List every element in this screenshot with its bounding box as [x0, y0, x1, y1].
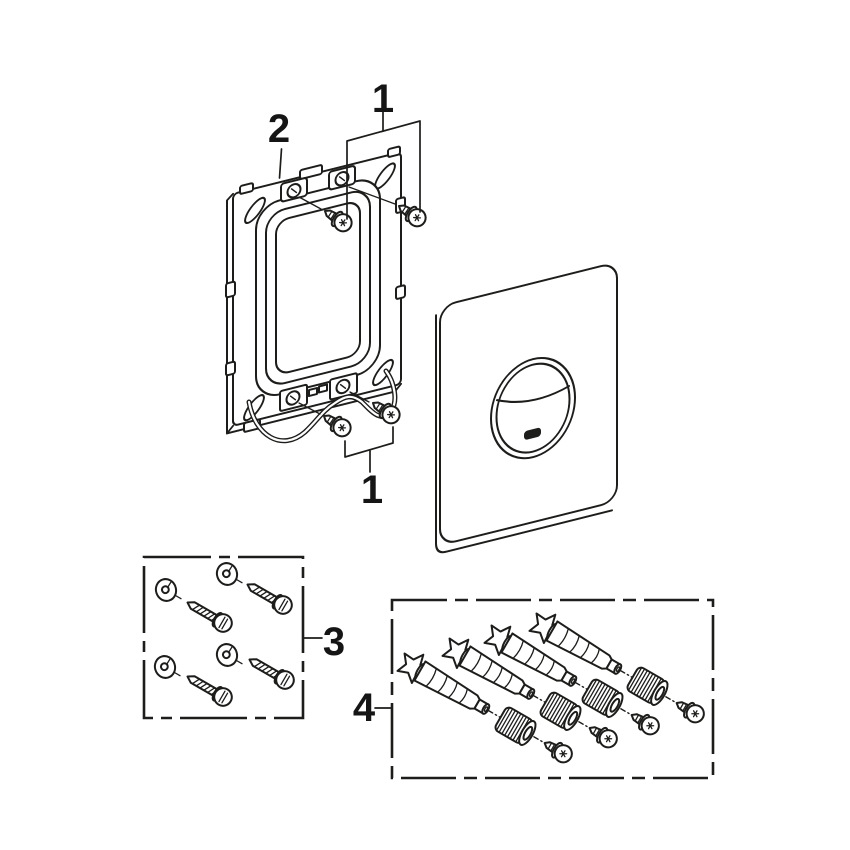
sensor-window: [524, 427, 541, 440]
frame-top-tab: [299, 164, 323, 180]
fixing-screw: [244, 650, 299, 694]
frame-side-notch: [395, 284, 406, 300]
fixing-screw: [242, 575, 297, 619]
kit-box-4-border: [390, 598, 715, 780]
callout-label-2: 2: [268, 107, 290, 151]
washer: [213, 559, 241, 589]
frame-opening: [275, 202, 361, 374]
frame-edge-thickness: [226, 192, 402, 435]
screw-leader-line: [298, 402, 321, 415]
frame-corner-tab: [239, 182, 254, 195]
callout-frame: 2: [268, 107, 290, 179]
fixing-screw: [182, 593, 237, 637]
screw-leader-line: [348, 186, 396, 205]
screw-leader-line: [349, 391, 370, 403]
frame-side-notch: [225, 360, 236, 377]
callout-label-1-bottom: 1: [361, 468, 383, 512]
button-ring-inner: [495, 362, 571, 454]
button-split-line: [496, 385, 570, 403]
plate-edge-thickness: [435, 314, 613, 554]
frame-latch-detail: [308, 386, 318, 397]
flush-plate: [435, 264, 618, 554]
frame-latch-detail: [318, 383, 328, 394]
mounting-screws: [298, 186, 430, 441]
screw-washer-kit: 3: [142, 555, 345, 720]
extension-spindle-kit: 4: [353, 598, 715, 780]
mounting-frame: [225, 145, 406, 444]
washer: [213, 640, 241, 670]
callout-bottom-screws: 1: [344, 426, 394, 512]
fixing-screw: [182, 667, 237, 711]
frame-side-notch: [225, 280, 236, 299]
washer: [152, 575, 180, 605]
screw-leader-line: [298, 196, 322, 210]
callout-label-4: 4: [353, 686, 376, 730]
washer: [151, 652, 179, 682]
callout-label-1-top: 1: [372, 77, 394, 121]
frame-corner-tab: [387, 145, 401, 158]
callout-top-screws: 1: [346, 77, 421, 220]
callout-label-3: 3: [323, 620, 345, 664]
frame-slot: [244, 196, 266, 225]
